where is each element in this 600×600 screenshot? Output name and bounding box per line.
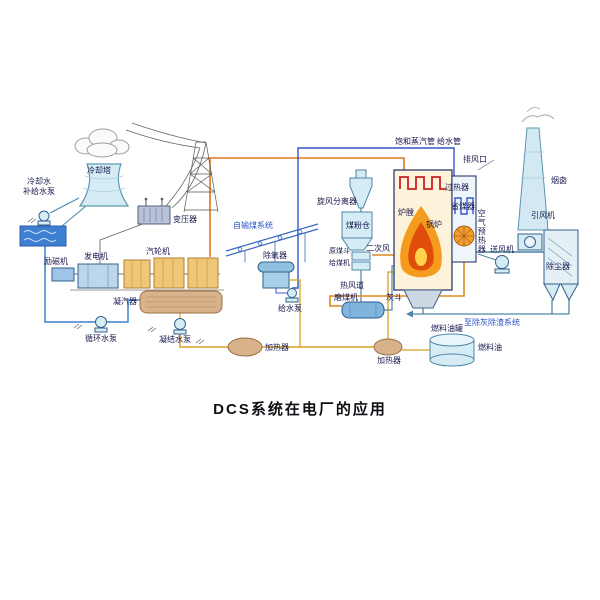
- lp-heater: [227, 337, 263, 357]
- label-lp-heater: 加热器: [265, 343, 289, 352]
- label-steam-turbine: 汽轮机: [146, 247, 170, 256]
- exciter: [51, 267, 75, 282]
- makeup-pump: [37, 210, 51, 226]
- air-outlet-line: [477, 159, 495, 171]
- label-boiler: 锅炉: [426, 220, 442, 229]
- label-feed-pump: 给水泵: [278, 304, 302, 313]
- deaerator: [257, 261, 295, 289]
- circulating-water-line-2: [107, 299, 140, 323]
- ground-marks: [27, 217, 205, 345]
- label-fd-fan: 送风机: [490, 245, 514, 254]
- label-secondary-air: 二次风: [366, 244, 390, 253]
- coal-conveyor: [225, 223, 319, 262]
- steam-turbine: [123, 257, 219, 289]
- makeup-water-line: [49, 197, 80, 214]
- condensate-pump: [173, 318, 187, 335]
- label-circulating-pump: 循环水泵: [85, 334, 117, 343]
- circulating-pump: [94, 316, 108, 333]
- label-to-ash-system: 至除灰除渣系统: [464, 318, 520, 327]
- label-condenser: 凝汽器: [113, 297, 137, 306]
- feedwater-line: [292, 147, 455, 289]
- label-cooling-tower: 冷却塔: [87, 166, 111, 175]
- label-air-outlet: 排风口: [463, 155, 487, 164]
- label-fuel-oil: 燃料油: [478, 343, 502, 352]
- generator: [77, 263, 119, 289]
- label-oil-heater: 加热器: [377, 356, 401, 365]
- label-condensate-pump: 凝结水泵: [159, 335, 191, 344]
- boiler-furnace: [393, 169, 477, 291]
- label-coal-silo: 煤粉仓: [346, 221, 370, 230]
- label-transformer: 变压器: [173, 215, 197, 224]
- label-deaerator: 除氧器: [263, 251, 287, 260]
- label-fuel-oil-tank: 燃料油罐: [431, 324, 463, 333]
- coal-mill: [341, 301, 385, 319]
- feed-pump: [285, 288, 299, 303]
- coal-feeder: [351, 251, 371, 271]
- power-lines: [125, 122, 207, 209]
- label-dust-collector: 除尘器: [546, 262, 570, 271]
- fd-fan: [494, 255, 510, 274]
- ash-arrow-icon: [406, 310, 413, 318]
- water-pond: [19, 225, 67, 247]
- wave-icon: [23, 230, 57, 242]
- label-generator: 发电机: [84, 252, 108, 261]
- clouds-icon: [74, 128, 130, 158]
- cyclone-separator: [349, 169, 373, 209]
- label-saturated-steam: 饱和蒸汽管: [395, 137, 435, 146]
- fd-fan-duct-line: [477, 253, 497, 261]
- chimney: [517, 107, 555, 231]
- oil-heater: [373, 338, 403, 356]
- label-hot-air-duct: 热风道: [340, 281, 364, 290]
- label-ash-hopper: 灰斗: [386, 293, 402, 302]
- economizer-coil: [454, 197, 474, 215]
- deaerator-outlet-line: [275, 288, 287, 294]
- boiler-rear-pass: [451, 175, 477, 263]
- label-feedwater-pipe: 给水管: [437, 137, 461, 146]
- superheater-coil: [399, 176, 446, 190]
- circulating-water-line-1: [44, 246, 95, 323]
- smoke-icon: [521, 114, 555, 123]
- saturated-steam-line: [209, 157, 405, 257]
- deaerator-inlet-line: [290, 279, 301, 347]
- label-id-fan: 引风机: [531, 211, 555, 220]
- transformer: [137, 197, 171, 225]
- label-chimney: 烟囱: [551, 176, 567, 185]
- condenser: [139, 290, 223, 314]
- tower-drain-line: [61, 205, 87, 227]
- diagram-title: DCS系统在电厂的应用: [213, 401, 387, 418]
- label-makeup-line2: 补给水泵: [23, 187, 55, 196]
- label-superheater: 过热器: [445, 183, 469, 192]
- id-fan: [517, 233, 543, 251]
- label-cyclone-separator: 旋风分离器: [317, 197, 357, 206]
- label-coal-mill: 磨煤机: [334, 293, 358, 302]
- flame-inner: [408, 222, 434, 271]
- hot-air-line: [329, 262, 465, 307]
- label-makeup-line1: 冷却水: [27, 177, 51, 186]
- fuel-oil-tank: [429, 333, 475, 367]
- flame-core: [415, 248, 427, 266]
- air-preheater: [453, 225, 475, 247]
- fuel-oil-line-2: [387, 271, 394, 339]
- label-economizer: 省煤器: [451, 202, 475, 211]
- label-from-coal-system: 自输煤系统: [233, 221, 273, 230]
- dust-collector: [543, 229, 579, 302]
- label-coal-feeder: 给煤机: [329, 260, 350, 267]
- ash-hopper: [403, 289, 443, 309]
- transmission-tower: [183, 141, 219, 213]
- cooling-tower: [78, 163, 130, 207]
- label-furnace: 炉膛: [398, 208, 414, 217]
- coal-silo: [341, 211, 373, 251]
- label-exciter: 励磁机: [44, 257, 68, 266]
- generator-cable: [99, 221, 149, 264]
- label-raw-coal-hopper: 原煤斗: [329, 248, 350, 255]
- condensate-line: [179, 334, 228, 348]
- label-air-preheater: 空气预热器: [477, 209, 487, 254]
